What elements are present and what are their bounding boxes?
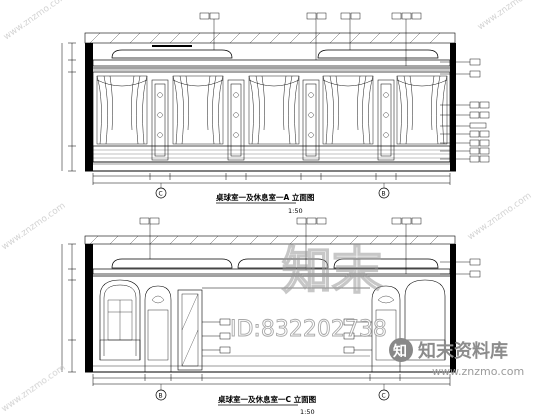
pilaster-panels-a: [151, 79, 395, 161]
elevation-scale-a: 1:50: [288, 207, 303, 215]
horizontal-dimensions-c: [92, 374, 451, 386]
elevation-scale-c: 1:50: [300, 408, 315, 416]
elevation-title-a: 桌球室一及休息室一A 立面图: [215, 192, 315, 202]
axis-label-left-a: C: [159, 191, 163, 198]
watermark-url: www.znzmo.com: [432, 365, 524, 378]
top-callouts-c: [139, 217, 422, 274]
ceiling-slab-hatch-c: [89, 235, 439, 245]
right-callouts-c: [440, 258, 481, 278]
svg-text:知末: 知末: [282, 242, 382, 300]
watermark-id-text: ID:832202738: [230, 317, 387, 342]
right-callouts-a: [440, 58, 490, 163]
axis-label-left-c: B: [159, 393, 163, 400]
svg-text:知: 知: [393, 343, 407, 360]
top-callouts-a: [199, 12, 422, 66]
inner-callouts-c: [202, 318, 372, 354]
wainscot-hatch: [93, 149, 450, 159]
axis-label-right-a: B: [382, 191, 386, 198]
elevation-title-c: 桌球室一及休息室一C 立面图: [217, 394, 317, 404]
watermark-brand-name: 知末资料库: [418, 340, 508, 362]
elevation-c: [61, 217, 481, 401]
vertical-dimensions-a: [61, 42, 76, 172]
watermark-brand-glyph: 知末: [281, 241, 383, 301]
vertical-dimensions-c: [61, 243, 76, 373]
axis-label-right-c: C: [382, 393, 386, 400]
ceiling-slab-hatch: [89, 32, 441, 44]
horizontal-dimensions-a: [92, 173, 451, 185]
window-bays-a: [96, 75, 448, 145]
watermark-brand-badge: 知: [389, 338, 413, 362]
elevation-a: [61, 12, 490, 199]
